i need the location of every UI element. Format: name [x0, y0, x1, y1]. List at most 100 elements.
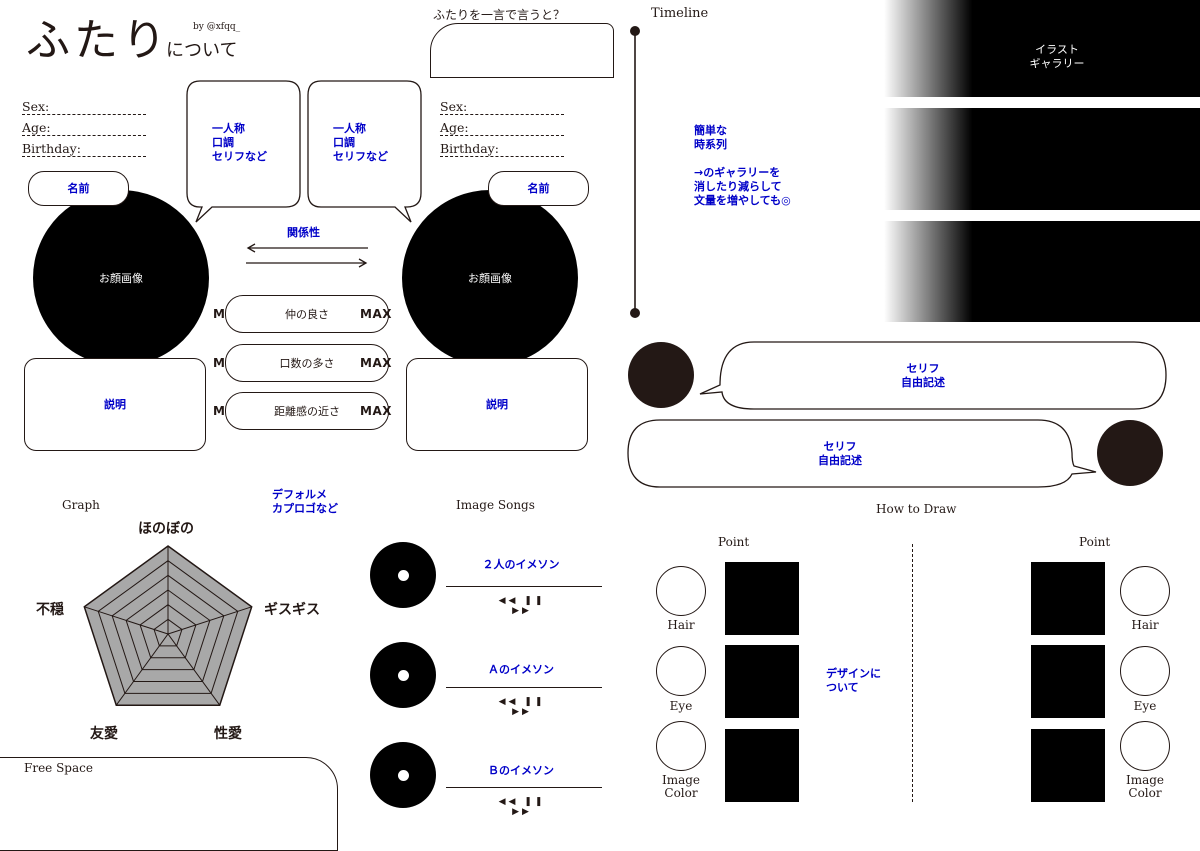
free-space-title: Free Space: [24, 761, 93, 775]
slider-1[interactable]: 仲の良さ: [225, 295, 389, 333]
radar-axis-2: 性愛: [214, 726, 242, 742]
relationship-arrows-icon: [246, 243, 368, 268]
right-eye-label: Eye: [1133, 699, 1157, 713]
left-age-field[interactable]: Age:: [22, 120, 146, 136]
one-word-label: ふたりを一言で言うと？: [433, 8, 566, 22]
left-speech-bubble[interactable]: [186, 80, 302, 225]
right-birthday-label: Birthday:: [440, 141, 499, 156]
radar-ring: [125, 589, 211, 671]
right-color-label: Image Color: [1125, 773, 1165, 800]
page-subtitle: について: [166, 40, 238, 61]
slider-2-label: 口数の多さ: [279, 357, 335, 370]
song-1-progress: [446, 586, 602, 587]
quote-2-text: セリフ 自由記述: [818, 440, 862, 467]
left-description-box[interactable]: 説明: [24, 358, 206, 451]
right-name-box[interactable]: 名前: [488, 171, 589, 206]
left-name-box[interactable]: 名前: [28, 171, 129, 206]
song-2-disc-icon: [370, 642, 436, 708]
song-3-controls[interactable]: ◀◀ ❚❚ ▶▶: [498, 797, 546, 817]
left-birthday-field[interactable]: Birthday:: [22, 141, 146, 157]
quote-2-bubble[interactable]: [626, 418, 1100, 490]
right-age-label: Age:: [440, 120, 469, 135]
radar-ring: [139, 604, 197, 659]
gallery-panel-1[interactable]: [884, 0, 1200, 97]
radar-spoke: [84, 606, 169, 635]
how-to-draw-divider: [912, 544, 913, 802]
radar-axis-3: 友愛: [90, 726, 118, 742]
radar-ring: [97, 560, 239, 694]
left-eye-circle[interactable]: [656, 646, 706, 696]
right-point-label: Point: [1079, 535, 1111, 549]
graph-title: Graph: [62, 498, 100, 512]
timeline-line: [630, 26, 640, 318]
right-sex-field[interactable]: Sex:: [440, 99, 564, 115]
left-hair-label: Hair: [667, 618, 695, 632]
how-to-draw-title: How to Draw: [876, 502, 957, 516]
left-hair-circle[interactable]: [656, 566, 706, 616]
author-credit: by @xfqq_: [193, 22, 241, 32]
slider-1-max: MAX: [360, 307, 392, 321]
left-color-detail[interactable]: [725, 729, 799, 802]
design-note: デザインに ついて: [826, 667, 881, 694]
one-word-box[interactable]: [430, 23, 614, 78]
right-description-box[interactable]: 説明: [406, 358, 588, 451]
left-color-circle[interactable]: [656, 721, 706, 771]
left-hair-detail[interactable]: [725, 562, 799, 635]
slider-3-label: 距離感の近さ: [274, 405, 340, 418]
right-birthday-field[interactable]: Birthday:: [440, 141, 564, 157]
right-age-field[interactable]: Age:: [440, 120, 564, 136]
left-face-image[interactable]: お顔画像: [33, 190, 209, 366]
quote-1-avatar: [628, 342, 694, 408]
quote-2-avatar: [1097, 420, 1163, 486]
left-eye-label: Eye: [669, 699, 693, 713]
right-hair-circle[interactable]: [1120, 566, 1170, 616]
song-3-disc-icon: [370, 742, 436, 808]
right-hair-detail[interactable]: [1031, 562, 1105, 635]
right-color-circle[interactable]: [1120, 721, 1170, 771]
song-2-controls[interactable]: ◀◀ ❚❚ ▶▶: [498, 697, 546, 717]
quote-1-bubble[interactable]: [694, 340, 1170, 412]
radar-axis-1: ギスギス: [264, 602, 320, 618]
graph-note: デフォルメ カプロゴなど: [272, 488, 338, 515]
left-color-label: Image Color: [661, 773, 701, 800]
slider-2-max: MAX: [360, 356, 392, 370]
right-face-label: お顔画像: [468, 272, 512, 285]
right-eye-circle[interactable]: [1120, 646, 1170, 696]
right-face-image[interactable]: お顔画像: [402, 190, 578, 366]
song-3-progress: [446, 787, 602, 788]
right-sex-label: Sex:: [440, 99, 468, 114]
left-sex-field[interactable]: Sex:: [22, 99, 146, 115]
right-color-detail[interactable]: [1031, 729, 1105, 802]
left-description-label: 説明: [104, 397, 126, 411]
right-hair-label: Hair: [1131, 618, 1159, 632]
gallery-panel-3[interactable]: [884, 221, 1200, 322]
song-3-title: Ｂのイメソン: [488, 764, 554, 777]
left-point-label: Point: [718, 535, 750, 549]
relationship-label: 関係性: [287, 226, 320, 239]
radar-spoke: [115, 633, 169, 706]
radar-ring: [153, 618, 183, 647]
left-face-label: お顔画像: [99, 272, 143, 285]
radar-axis-4: 不穏: [36, 602, 64, 618]
right-name-label: 名前: [527, 181, 550, 195]
right-speech-bubble[interactable]: [307, 80, 423, 225]
song-1-controls[interactable]: ◀◀ ❚❚ ▶▶: [498, 596, 546, 616]
song-1-title: ２人のイメソン: [482, 558, 560, 571]
right-speech-text: 一人称 口調 セリフなど: [333, 122, 388, 163]
slider-2[interactable]: 口数の多さ: [225, 344, 389, 382]
slider-3-max: MAX: [360, 404, 392, 418]
radar-chart: [83, 545, 253, 706]
timeline-title: Timeline: [651, 6, 709, 21]
radar-ring: [111, 574, 225, 682]
right-eye-detail[interactable]: [1031, 645, 1105, 718]
right-description-label: 説明: [486, 397, 508, 411]
left-birthday-label: Birthday:: [22, 141, 81, 156]
timeline-note: 簡単な 時系列 →のギャラリーを 消したり減らして 文量を増やしても◎: [694, 124, 791, 207]
left-age-label: Age:: [22, 120, 51, 135]
gallery-panel-2[interactable]: [884, 108, 1200, 210]
left-eye-detail[interactable]: [725, 645, 799, 718]
quote-1-text: セリフ 自由記述: [901, 362, 945, 389]
radar-spoke: [167, 606, 252, 635]
left-name-label: 名前: [67, 181, 90, 195]
slider-3[interactable]: 距離感の近さ: [225, 392, 389, 430]
